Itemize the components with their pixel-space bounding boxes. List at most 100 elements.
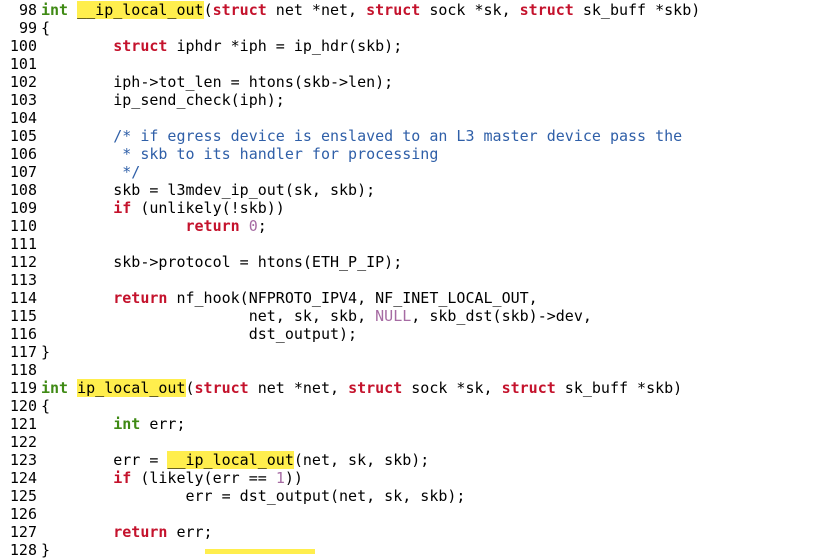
code-text: nf_hook(NFPROTO_IPV4, NF_INET_LOCAL_OUT, bbox=[167, 289, 538, 307]
line-number: 105 bbox=[9, 127, 37, 145]
code-text: net *net, bbox=[248, 379, 349, 397]
code-text: skb->protocol = htons(ETH_P_IP); bbox=[41, 253, 403, 271]
line-number: 116 bbox=[9, 325, 37, 343]
code-text: sock *sk, bbox=[420, 1, 520, 19]
code-line: 100 struct iphdr *iph = ip_hdr(skb); bbox=[0, 37, 402, 55]
line-number: 104 bbox=[9, 109, 37, 127]
line-number: 100 bbox=[9, 37, 37, 55]
code-text: err; bbox=[167, 523, 213, 541]
code-line: 114 return nf_hook(NFPROTO_IPV4, NF_INET… bbox=[0, 289, 538, 307]
code-text: err = bbox=[41, 451, 168, 469]
code-text bbox=[41, 217, 186, 235]
line-number: 110 bbox=[9, 217, 37, 235]
line-number: 112 bbox=[9, 253, 37, 271]
code-text: skb = l3mdev_ip_out(sk, skb); bbox=[41, 181, 376, 199]
line-number: 106 bbox=[9, 145, 37, 163]
keyword-token: struct bbox=[212, 1, 267, 19]
code-text: } bbox=[41, 343, 51, 361]
code-text: (likely(err == bbox=[131, 469, 276, 487]
keyword-token: if bbox=[113, 469, 132, 487]
code-line: 123 err = __ip_local_out(net, sk, skb); bbox=[0, 451, 429, 469]
code-text: sk_buff *skb) bbox=[555, 379, 683, 397]
line-number: 118 bbox=[9, 361, 37, 379]
line-number: 121 bbox=[9, 415, 37, 433]
code-line: 101 bbox=[0, 55, 41, 73]
code-line: 113 bbox=[0, 271, 41, 289]
line-number: 123 bbox=[9, 451, 37, 469]
code-line: 108 skb = l3mdev_ip_out(sk, skb); bbox=[0, 181, 375, 199]
code-text: iphdr *iph = ip_hdr(skb); bbox=[167, 37, 403, 55]
code-text: net, sk, skb, bbox=[41, 307, 376, 325]
line-number: 128 bbox=[9, 541, 37, 559]
search-match-highlight: __ip_local_out bbox=[167, 451, 294, 469]
code-text bbox=[240, 217, 249, 235]
line-number: 113 bbox=[9, 271, 37, 289]
code-line: 115 net, sk, skb, NULL, skb_dst(skb)->de… bbox=[0, 307, 592, 325]
code-text bbox=[41, 37, 113, 55]
code-line: 105 /* if egress device is enslaved to a… bbox=[0, 127, 682, 145]
keyword-token: struct bbox=[366, 1, 421, 19]
line-number: 120 bbox=[9, 397, 37, 415]
comment-text: /* if egress device is enslaved to an L3… bbox=[113, 127, 683, 145]
code-line: 106 * skb to its handler for processing bbox=[0, 145, 438, 163]
line-number: 101 bbox=[9, 55, 37, 73]
code-text: (net, sk, skb); bbox=[293, 451, 430, 469]
code-text bbox=[41, 289, 113, 307]
code-text: { bbox=[41, 19, 51, 37]
code-line: 99{ bbox=[0, 19, 50, 37]
code-line: 127 return err; bbox=[0, 523, 213, 541]
code-line: 110 return 0; bbox=[0, 217, 267, 235]
code-text: iph->tot_len = htons(skb->len); bbox=[41, 73, 394, 91]
line-number: 109 bbox=[9, 199, 37, 217]
code-line: 118 bbox=[0, 361, 41, 379]
code-line: 124 if (likely(err == 1)) bbox=[0, 469, 303, 487]
code-line: 103 ip_send_check(iph); bbox=[0, 91, 285, 109]
code-text: , skb_dst(skb)->dev, bbox=[411, 307, 592, 325]
keyword-token: struct bbox=[194, 379, 249, 397]
literal-token: 0 bbox=[248, 217, 258, 235]
code-line: 102 iph->tot_len = htons(skb->len); bbox=[0, 73, 393, 91]
keyword-token: if bbox=[113, 199, 132, 217]
code-text: err = dst_output(net, sk, skb); bbox=[41, 487, 466, 505]
line-number: 102 bbox=[9, 73, 37, 91]
type-token: int bbox=[113, 415, 141, 433]
keyword-token: struct bbox=[348, 379, 403, 397]
comment-text: * skb to its handler for processing bbox=[41, 145, 439, 163]
code-line: 122 bbox=[0, 433, 41, 451]
line-number: 122 bbox=[9, 433, 37, 451]
code-text: ; bbox=[257, 217, 267, 235]
line-number: 126 bbox=[9, 505, 37, 523]
code-text: ( bbox=[185, 379, 195, 397]
code-line: 116 dst_output); bbox=[0, 325, 357, 343]
code-text: ip_send_check(iph); bbox=[41, 91, 285, 109]
code-line: 111 bbox=[0, 235, 41, 253]
keyword-token: return bbox=[113, 289, 168, 307]
type-token: int bbox=[41, 379, 69, 397]
code-text bbox=[41, 127, 113, 145]
code-text bbox=[68, 379, 77, 397]
keyword-token: return bbox=[113, 523, 168, 541]
line-number: 111 bbox=[9, 235, 37, 253]
code-text: ( bbox=[203, 1, 213, 19]
line-number: 108 bbox=[9, 181, 37, 199]
search-highlight-partial bbox=[205, 549, 315, 554]
code-text bbox=[41, 199, 113, 217]
keyword-token: struct bbox=[501, 379, 556, 397]
code-text: sk_buff *skb) bbox=[573, 1, 701, 19]
code-line: 128} bbox=[0, 541, 50, 559]
code-text: sock *sk, bbox=[402, 379, 502, 397]
code-line: 104 bbox=[0, 109, 41, 127]
code-text: { bbox=[41, 397, 51, 415]
literal-token: NULL bbox=[375, 307, 412, 325]
code-text: err; bbox=[140, 415, 186, 433]
type-token: int bbox=[41, 1, 69, 19]
line-number: 125 bbox=[9, 487, 37, 505]
line-number: 114 bbox=[9, 289, 37, 307]
keyword-token: return bbox=[185, 217, 240, 235]
code-line: 120{ bbox=[0, 397, 50, 415]
line-number: 124 bbox=[9, 469, 37, 487]
code-line: 117} bbox=[0, 343, 50, 361]
code-text: (unlikely(!skb)) bbox=[131, 199, 285, 217]
